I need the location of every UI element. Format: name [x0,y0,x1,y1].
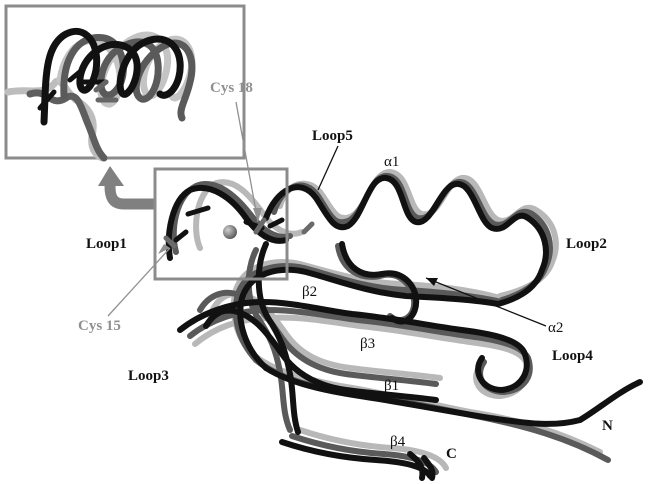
label-alpha2: α2 [548,320,563,336]
atom-sphere [223,225,237,239]
cys18-arrowhead [253,208,262,222]
inset-box [4,4,246,160]
label-loop4: Loop4 [552,348,593,364]
label-c-terminus: C [446,446,457,462]
label-loop3: Loop3 [128,368,169,384]
cys15-arrowhead [158,244,170,254]
label-beta3: β3 [360,336,375,352]
label-beta2: β2 [302,284,317,300]
alpha2-arrowhead [426,278,438,286]
label-beta4: β4 [390,434,406,450]
label-loop1: Loop1 [86,236,127,252]
black-model [165,175,643,481]
inset-black-helix [40,28,184,126]
label-cys18: Cys 18 [210,80,253,96]
label-n-terminus: N [602,418,613,434]
label-loop5: Loop5 [312,128,353,144]
label-alpha1: α1 [384,154,399,170]
zoom-arrow [104,182,154,210]
zoom-arrow-head [98,166,124,186]
gray-side-chains [163,217,315,249]
pointer-lines [107,101,547,327]
label-cys15: Cys 15 [78,318,121,334]
inset-panel [4,4,246,162]
label-loop2: Loop2 [566,236,607,252]
label-beta1: β1 [384,378,399,394]
inset-gray-side [93,79,119,103]
cys-box [153,167,289,281]
